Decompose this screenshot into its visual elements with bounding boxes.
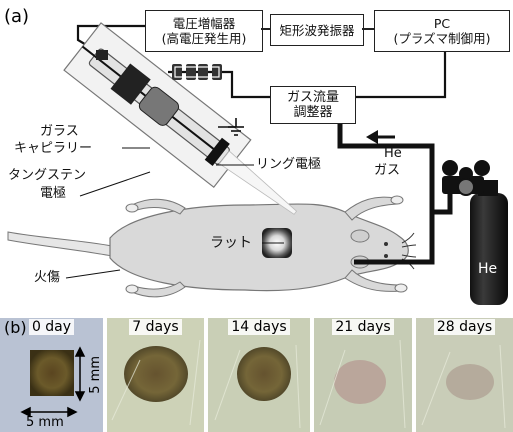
square-wave-oscillator-box: 矩形波発振器 bbox=[270, 14, 364, 46]
he-gas-label: He bbox=[384, 146, 402, 161]
photo-day-21: 21 days bbox=[314, 318, 412, 432]
glass-capillary-label: ガラス bbox=[40, 124, 79, 139]
photo-day-7: 7 days bbox=[107, 318, 204, 432]
pc-label: PC bbox=[375, 16, 509, 31]
tungsten-electrode-label-line2: 電極 bbox=[40, 186, 66, 201]
day-label: 21 days bbox=[332, 319, 393, 335]
pc-box: PC (プラズマ制御用) bbox=[374, 10, 510, 52]
wire-connector bbox=[96, 50, 108, 60]
burn-label: 火傷 bbox=[34, 270, 60, 285]
scale-horizontal-label: 5 mm bbox=[26, 415, 64, 430]
he-gas-label-line2: ガス bbox=[374, 163, 400, 178]
box-connector bbox=[362, 28, 374, 30]
oscillator-label: 矩形波発振器 bbox=[271, 23, 363, 38]
glass-capillary-label-line2: キャピラリー bbox=[14, 141, 92, 156]
gas-flow-arrow bbox=[366, 130, 395, 144]
cylinder-label: He bbox=[478, 262, 497, 277]
day-label: 7 days bbox=[129, 319, 181, 335]
pc-sublabel: (プラズマ制御用) bbox=[375, 31, 509, 46]
rat-front-right-leg bbox=[345, 270, 401, 291]
day-label: 28 days bbox=[434, 319, 495, 335]
scale-vertical-label: 5 mm bbox=[88, 356, 103, 394]
panel-a-label: (a) bbox=[4, 6, 29, 27]
box-connector bbox=[261, 28, 270, 30]
voltage-amplifier-label: 電圧増幅器 bbox=[146, 16, 262, 31]
rat-label: ラット bbox=[210, 236, 252, 251]
ring-electrode-label: リング電極 bbox=[256, 157, 321, 172]
rat-hind-right-leg bbox=[132, 282, 185, 297]
day-label: 0 day bbox=[29, 319, 74, 335]
flow-regulator-label: ガス流量 bbox=[271, 90, 355, 105]
photo-day-28: 28 days bbox=[416, 318, 513, 432]
rat-hind-left-leg bbox=[132, 199, 185, 214]
flow-regulator-sublabel: 調整器 bbox=[271, 105, 355, 120]
voltage-amplifier-box: 電圧増幅器 (高電圧発生用) bbox=[145, 10, 263, 52]
photo-day-14: 14 days bbox=[208, 318, 310, 432]
gas-flow-regulator-box: ガス流量 調整器 bbox=[270, 86, 356, 124]
rat-tail bbox=[8, 232, 112, 256]
day-label: 14 days bbox=[228, 319, 289, 335]
voltage-amplifier-sublabel: (高電圧発生用) bbox=[146, 31, 262, 46]
tungsten-electrode-label: タングステン bbox=[8, 168, 86, 183]
